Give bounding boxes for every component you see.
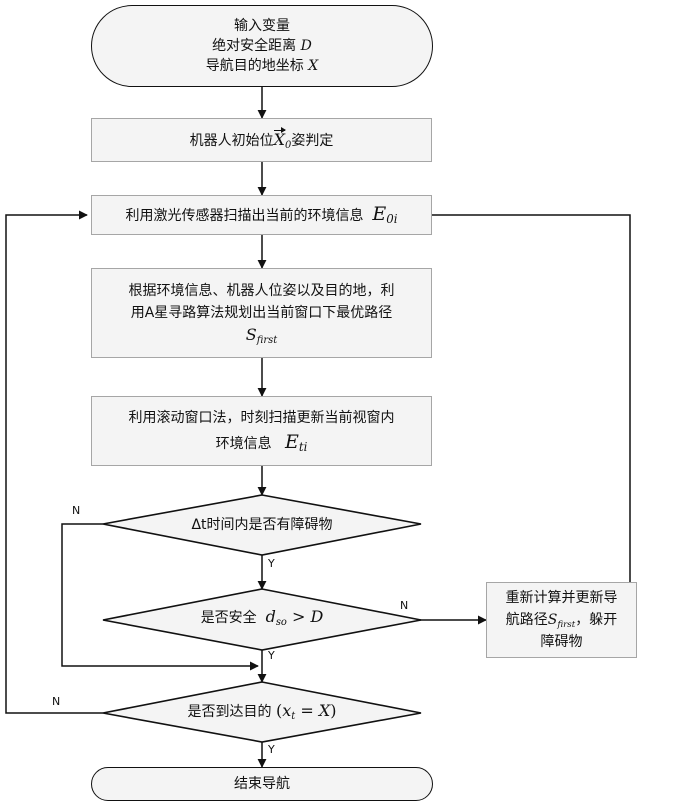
step-window-line1: 利用滚动窗口法，时刻扫描更新当前视窗内 (129, 406, 395, 430)
start-title: 输入变量 (234, 18, 290, 34)
step-pose-text-before: 机器人初始位 (190, 133, 274, 149)
decision-goal-close: ) (330, 701, 336, 720)
step-scan-text: 利用激光传感器扫描出当前的环境信息 (125, 208, 363, 224)
label-obstacle-yes: Y (268, 557, 275, 570)
decision-safe-text: 是否安全 dso > D (160, 607, 364, 627)
recompute-line2-text: 航路径 (506, 612, 548, 628)
step-window-line2: 环境信息 (216, 436, 272, 452)
step-plan-line2: 用A星寻路算法规划出当前窗口下最优路径 (131, 302, 393, 324)
step-window-var-sub: ti (299, 440, 308, 454)
start-line2-text: 绝对安全距离 (212, 38, 296, 54)
decision-safe-label: 是否安全 (201, 610, 257, 626)
start-terminal: 输入变量 绝对安全距离 D 导航目的地坐标 X (91, 5, 433, 87)
decision-goal-x: x (282, 701, 291, 720)
recompute-line2-after: ，躲开 (575, 612, 617, 628)
decision-obstacle-text: Δt时间内是否有障碍物 (180, 514, 344, 534)
label-safe-no: N (400, 599, 408, 612)
step-pose-var: X (274, 129, 285, 150)
recompute-line2-sub: first (557, 620, 575, 630)
decision-goal-text: 是否到达目的 (xt = X) (150, 701, 374, 721)
step-rolling-window: 利用滚动窗口法，时刻扫描更新当前视窗内 环境信息 Eti (91, 396, 432, 466)
recompute-line3: 障碍物 (541, 631, 583, 653)
label-obstacle-no: N (72, 504, 80, 517)
step-window-var: E (285, 431, 299, 453)
step-initial-pose: 机器人初始位X0姿判定 (91, 118, 432, 162)
end-text: 结束导航 (234, 774, 290, 794)
end-terminal: 结束导航 (91, 767, 433, 801)
decision-goal-label: 是否到达目的 (188, 704, 272, 720)
step-path-planning: 根据环境信息、机器人位姿以及目的地，利 用A星寻路算法规划出当前窗口下最优路径 … (91, 268, 432, 358)
decision-goal-op: = (295, 701, 319, 720)
arrow-recompute-to-scan (420, 215, 630, 582)
label-goal-yes: Y (268, 743, 275, 756)
start-line3-var: X (308, 58, 318, 74)
decision-goal-rhs: X (319, 701, 330, 720)
decision-safe-op: > (287, 607, 311, 626)
label-goal-no: N (52, 695, 60, 708)
decision-safe-rhs: D (310, 607, 323, 626)
arrow-goal-no-loop (6, 215, 103, 713)
start-line3-text: 导航目的地坐标 (206, 58, 304, 74)
decision-safe-d-sub: so (276, 617, 287, 628)
step-scan-var-sub: 0i (386, 212, 397, 226)
step-scan-environment: 利用激光传感器扫描出当前的环境信息 E0i (91, 195, 432, 235)
step-recompute-path: 重新计算并更新导 航路径Sfirst，躲开 障碍物 (486, 582, 637, 658)
step-scan-var: E (372, 203, 386, 225)
decision-safe-d: d (266, 607, 276, 626)
recompute-line1: 重新计算并更新导 (506, 587, 618, 609)
recompute-line2-var: S (548, 612, 558, 628)
step-pose-text-after: 姿判定 (291, 133, 333, 149)
label-safe-yes: Y (268, 649, 275, 662)
step-plan-line1: 根据环境信息、机器人位姿以及目的地，利 (129, 280, 395, 302)
step-plan-var-sub: first (257, 335, 277, 346)
step-plan-var: S (246, 325, 257, 344)
start-line2-var: D (301, 38, 312, 54)
